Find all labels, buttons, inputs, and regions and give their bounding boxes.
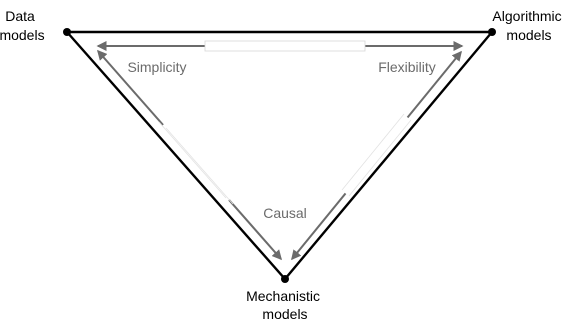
- edge-label-causal: Causal: [263, 205, 307, 221]
- edge-top-arrow: [96, 40, 464, 52]
- vertex-dot-mechanistic: [281, 275, 289, 283]
- node-label-data: Data models: [0, 8, 45, 43]
- edge-right-gap: [341, 114, 411, 196]
- edge-left-arrow: [97, 49, 282, 261]
- node-label-algorithmic: Algorithmic models: [492, 8, 565, 43]
- edge-top-gap: [204, 40, 366, 52]
- vertex-dot-algorithmic: [488, 28, 496, 36]
- edge-label-flexibility: Flexibility: [378, 59, 436, 75]
- node-label-mechanistic: Mechanistic models: [246, 288, 324, 322]
- vertex-dot-data: [63, 28, 71, 36]
- edge-right-arrow: [291, 50, 462, 261]
- edge-label-simplicity: Simplicity: [127, 59, 186, 75]
